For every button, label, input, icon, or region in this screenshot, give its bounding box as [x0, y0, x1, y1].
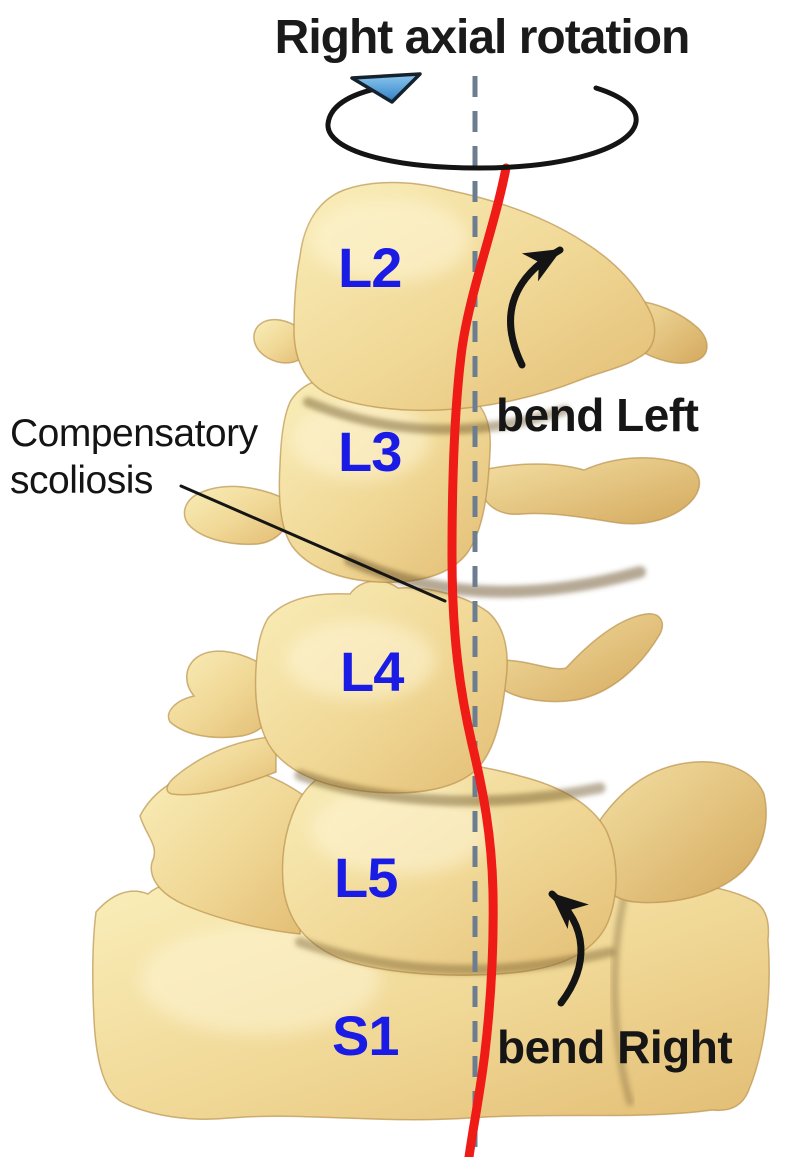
l2-left-process	[253, 318, 307, 364]
compensatory-scoliosis-line1: Compensatory	[10, 412, 258, 455]
l3-left-process	[183, 485, 289, 546]
l4-left-process	[167, 650, 273, 739]
compensatory-scoliosis-label: Compensatory scoliosis	[10, 410, 270, 504]
scoliosis-curve	[447, 163, 511, 1157]
compensatory-scoliosis-line2: scoliosis	[10, 459, 153, 502]
vertebra-l4	[166, 580, 664, 796]
rotation-arrow	[325, 72, 639, 171]
vertebra-label-s1: S1	[332, 1004, 399, 1067]
bend-right-label: bend Right	[497, 1021, 733, 1073]
l4-highlight	[285, 620, 435, 700]
rotation-arrowhead-icon	[350, 72, 422, 104]
l4-right-process	[499, 613, 664, 703]
bend-left-arrow	[507, 246, 564, 369]
vertebra-label-l2: L2	[338, 236, 402, 299]
l3-highlight	[290, 400, 430, 480]
crease-l4-l5	[294, 769, 606, 807]
vertebra-label-l4: L4	[340, 640, 404, 703]
l4-left-spike	[166, 735, 277, 796]
rotation-arrow-ellipse	[325, 83, 639, 171]
bend-left-label: bend Left	[496, 389, 699, 441]
l5-right-wing	[599, 761, 767, 904]
bend-right-arrow	[548, 890, 589, 1007]
compensatory-scoliosis-leader-line	[179, 484, 447, 603]
crease-l5-s1	[295, 937, 615, 975]
vertebra-label-l3: L3	[338, 420, 402, 483]
sacrum-right-crease	[610, 894, 634, 1106]
l5-highlight	[310, 785, 490, 875]
crease-l2-l3	[303, 397, 570, 435]
figure-title: Right axial rotation	[274, 11, 691, 64]
l3-right-process	[481, 457, 701, 525]
vertebra-l2	[253, 181, 708, 412]
vertebra-label-l5: L5	[334, 846, 398, 909]
l2-highlight	[310, 198, 470, 282]
